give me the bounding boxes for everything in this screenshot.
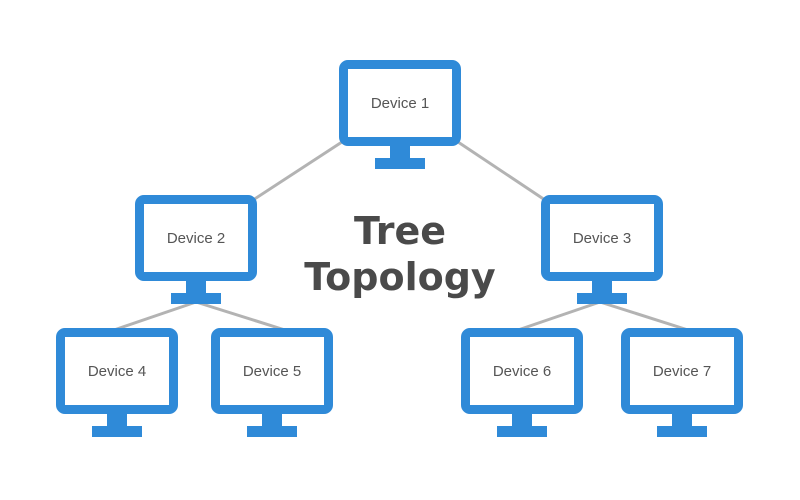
device-7-label: Device 7: [652, 362, 712, 380]
link-device1-device2: [249, 138, 346, 204]
device-6-monitor: Device 6: [461, 328, 583, 440]
device-1-screen: Device 1: [339, 60, 461, 146]
device-2-screen: Device 2: [135, 195, 257, 281]
device-7-screen: Device 7: [621, 328, 743, 414]
device-2-stand-neck: [186, 279, 206, 295]
device-1-stand-base: [375, 158, 425, 169]
device-6-screen: Device 6: [461, 328, 583, 414]
device-3-stand-neck: [592, 279, 612, 295]
link-device3-device6: [517, 300, 601, 332]
link-device1-device3: [454, 138, 549, 204]
device-1-label: Device 1: [370, 94, 430, 112]
device-5-stand-neck: [262, 412, 282, 428]
device-1-stand-neck: [390, 144, 410, 160]
device-4-stand-neck: [107, 412, 127, 428]
device-4-monitor: Device 4: [56, 328, 178, 440]
device-6-stand-base: [497, 426, 547, 437]
title-line-1: Tree: [353, 209, 447, 253]
device-7-stand-base: [657, 426, 707, 437]
device-3-screen: Device 3: [541, 195, 663, 281]
device-3-label: Device 3: [572, 229, 632, 247]
device-3-stand-base: [577, 293, 627, 304]
device-3-monitor: Device 3: [541, 195, 663, 305]
link-device3-device7: [599, 300, 689, 332]
device-2-stand-base: [171, 293, 221, 304]
device-4-stand-base: [92, 426, 142, 437]
device-7-monitor: Device 7: [621, 328, 743, 440]
title-line-2: Topology: [304, 255, 496, 299]
device-5-label: Device 5: [242, 362, 302, 380]
link-device2-device5: [195, 300, 286, 332]
diagram-title: Tree Topology: [300, 208, 500, 300]
device-6-label: Device 6: [492, 362, 552, 380]
device-2-monitor: Device 2: [135, 195, 257, 305]
device-6-stand-neck: [512, 412, 532, 428]
device-5-monitor: Device 5: [211, 328, 333, 440]
device-7-stand-neck: [672, 412, 692, 428]
device-5-screen: Device 5: [211, 328, 333, 414]
device-5-stand-base: [247, 426, 297, 437]
link-device2-device4: [113, 300, 197, 332]
device-2-label: Device 2: [166, 229, 226, 247]
device-1-monitor: Device 1: [339, 60, 461, 170]
device-4-label: Device 4: [87, 362, 147, 380]
device-4-screen: Device 4: [56, 328, 178, 414]
